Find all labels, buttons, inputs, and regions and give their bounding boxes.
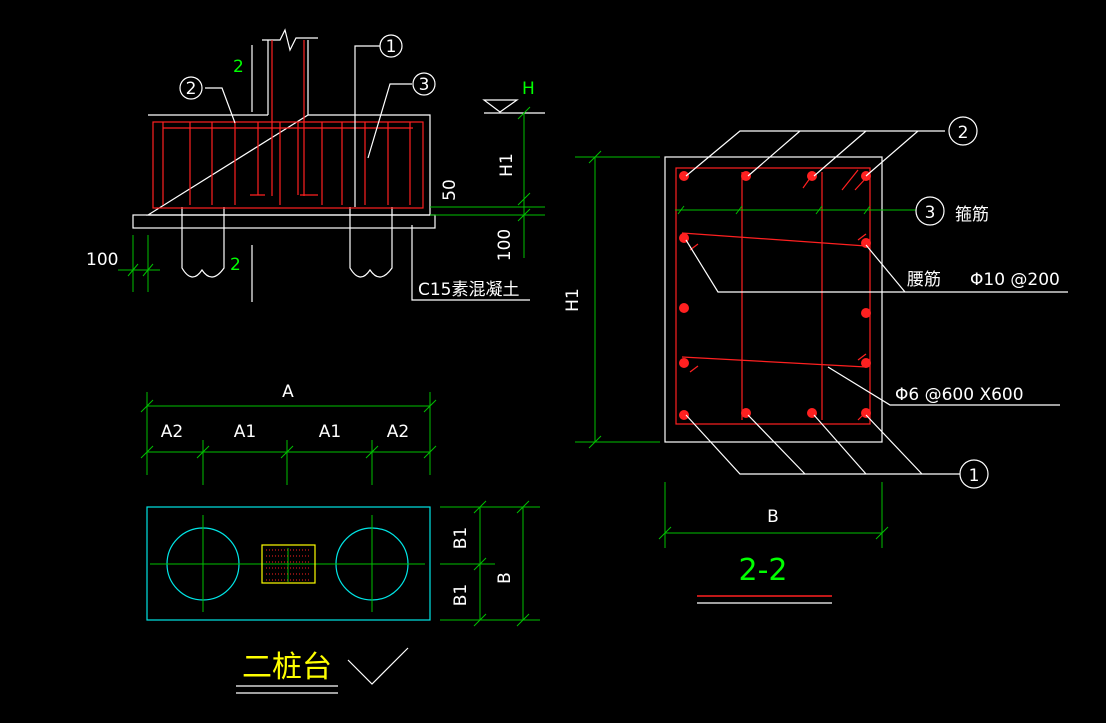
stirrup-label: 箍筋 <box>955 205 989 225</box>
leader-callout-2 <box>685 130 945 177</box>
dim-100-right-text: 100 <box>495 229 515 261</box>
pile-right <box>349 207 393 278</box>
tie-leader <box>827 366 1060 406</box>
section-mark-top: 2 <box>233 57 244 77</box>
callout-circle-1 <box>379 34 403 58</box>
section-ties <box>681 232 867 368</box>
section-stirrup <box>675 167 871 425</box>
callout-1-text: 1 <box>386 37 397 57</box>
callout-circle-3 <box>412 72 436 96</box>
plan-column-hatch <box>266 549 310 581</box>
dim-a1-right: A1 <box>319 422 341 442</box>
section-callout-circle-2 <box>948 116 978 146</box>
plan-title-underline <box>236 685 338 694</box>
height-dimension <box>430 106 545 258</box>
level-mark-text: H <box>522 79 535 99</box>
dim-a2-right: A2 <box>387 422 409 442</box>
callout-2-text: 2 <box>186 79 197 99</box>
section-width-text: B <box>767 507 779 527</box>
section-height-dimension <box>575 150 660 449</box>
section-inner-stirrups <box>741 172 823 420</box>
section-2-2: 2 3 箍筋 腰筋 Φ10 @200 Φ6 @600 X600 1 H1 B 2… <box>563 116 1068 604</box>
waist-bar-spec: Φ10 @200 <box>970 270 1060 290</box>
section-callout-circle-1 <box>959 459 989 489</box>
plan-depth-dimension <box>440 500 540 627</box>
dim-50-text: 50 <box>440 179 460 201</box>
dim-b-text: B <box>495 572 515 584</box>
plan-column <box>261 544 316 584</box>
section-mark-bottom: 2 <box>230 255 241 275</box>
rebar-cage-outline <box>152 121 424 209</box>
level-symbol <box>482 99 545 114</box>
callout-3-text: 3 <box>419 75 430 95</box>
stirrups <box>162 40 413 205</box>
section-callout-circle-3 <box>915 196 945 226</box>
dim-b1-lower: B1 <box>451 584 471 606</box>
bedding-layer <box>132 214 436 229</box>
section-callout-3-text: 3 <box>925 203 936 223</box>
tie-spec: Φ6 @600 X600 <box>895 385 1024 405</box>
dim-a-text: A <box>282 382 294 402</box>
bedding-note-text: C15素混凝土 <box>418 280 520 300</box>
callout-circle-2 <box>179 76 203 100</box>
plan-cap-outline <box>146 506 431 621</box>
stirrup-ticks <box>677 205 871 215</box>
check-mark <box>347 647 409 685</box>
left-dimension <box>118 235 160 292</box>
plan-width-dimension <box>140 392 437 485</box>
section-callout-2-text: 2 <box>958 123 969 143</box>
bedding-leader <box>411 225 530 301</box>
leader-callout-1 <box>685 414 960 475</box>
section-width-dimension <box>658 482 889 548</box>
height-dim-text: H1 <box>497 153 517 177</box>
section-callout-1-text: 1 <box>969 466 980 486</box>
section-outline <box>664 156 883 443</box>
dim-a1-left: A1 <box>234 422 256 442</box>
waist-bar-label: 腰筋 <box>907 270 941 290</box>
section-height-text: H1 <box>563 288 583 312</box>
plan-title: 二桩台 <box>242 650 332 685</box>
dim-b1-upper: B1 <box>451 527 471 549</box>
section-hooks <box>689 169 867 421</box>
dim-a2-left: A2 <box>161 422 183 442</box>
pile-cap-plan: A A2 A1 A1 A2 B1 B1 B 二桩台 <box>140 382 540 694</box>
pile-left <box>181 207 225 278</box>
column-break-line <box>262 28 318 115</box>
section-title: 2-2 <box>739 553 788 588</box>
rebar-dots <box>679 171 871 420</box>
pile-cap-elevation: 2 1 3 2 2 H H1 50 100 100 C15素混凝土 <box>86 28 545 302</box>
plan-centerlines <box>150 515 425 612</box>
leader-lines <box>205 45 412 207</box>
waist-bar-leader <box>685 239 1068 293</box>
dim-100-left-text: 100 <box>86 250 118 270</box>
